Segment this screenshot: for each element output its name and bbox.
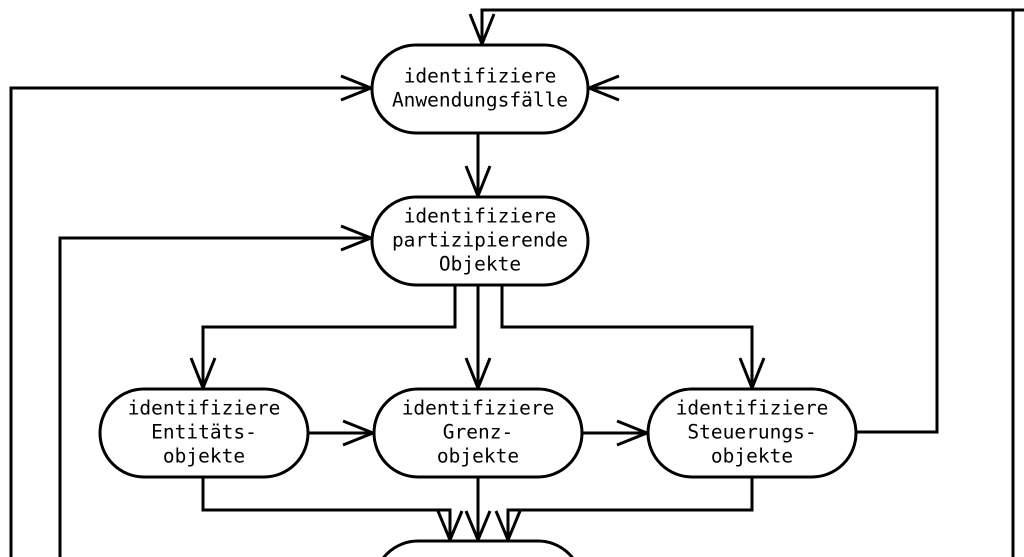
node-label-line: Anwendungsfälle bbox=[392, 89, 568, 112]
node-identifiziere-steuerungsobjekte[interactable]: identifiziere Steuerungs- objekte bbox=[646, 387, 858, 479]
node-label-line: objekte bbox=[163, 445, 245, 468]
node-label-line: Entitäts- bbox=[151, 421, 257, 444]
node-label-line: objekte bbox=[711, 445, 793, 468]
edge-entitaets-to-bottom bbox=[201, 477, 464, 544]
node-label-line: identifiziere bbox=[402, 397, 555, 420]
edge-grenz-to-bottom bbox=[464, 477, 492, 544]
node-label-line: identifiziere bbox=[128, 397, 281, 420]
edge-grenz-to-steuerungs bbox=[582, 419, 652, 447]
node-identifiziere-anwendungsfaelle[interactable]: identifiziere Anwendungsfälle bbox=[370, 43, 590, 135]
node-label-line: partizipierende bbox=[392, 229, 568, 252]
node-label-line: identifiziere bbox=[404, 65, 557, 88]
node-identifiziere-partizipierende-objekte[interactable]: identifiziere partizipierende Objekte bbox=[370, 195, 590, 287]
edge-feedback-left-into-anwendungsfaelle bbox=[9, 74, 376, 557]
edge-partizipierende-to-grenz bbox=[464, 285, 492, 393]
node-label-line: Steuerungs- bbox=[687, 421, 816, 444]
node-label-line: Grenz- bbox=[443, 421, 513, 444]
edge-feedback-steuerungs-to-anwendungsfaelle bbox=[584, 74, 939, 434]
edge-partizipierende-to-entitaets bbox=[189, 285, 457, 393]
edge-entitaets-to-grenz bbox=[308, 419, 378, 447]
node-label-line: Objekte bbox=[439, 253, 521, 276]
edge-anwendungsfaelle-to-partizipierende bbox=[464, 133, 492, 201]
node-label-line: identifiziere bbox=[404, 205, 557, 228]
node-identifiziere-grenzobjekte[interactable]: identifiziere Grenz- objekte bbox=[372, 387, 584, 479]
edge-partizipierende-to-steuerungs bbox=[500, 285, 766, 393]
node-bottom-node-cropped[interactable] bbox=[374, 539, 582, 557]
node-label-line: objekte bbox=[437, 445, 519, 468]
node-label-line: identifiziere bbox=[676, 397, 829, 420]
node-identifiziere-entitaetsobjekte[interactable]: identifiziere Entitäts- objekte bbox=[98, 387, 310, 479]
edge-steuerungs-to-bottom bbox=[494, 477, 754, 544]
